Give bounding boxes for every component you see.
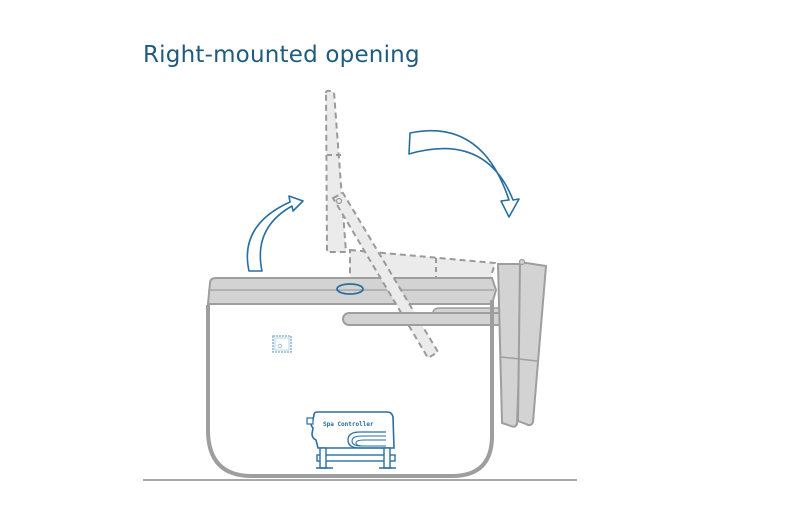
folded-cover-right — [496, 258, 548, 428]
controller-label: Spa Controller — [323, 421, 374, 428]
arrow-lift-up-icon — [246, 195, 304, 272]
spa-tub-shell — [206, 305, 494, 478]
ghost-cover-open-vertical — [324, 89, 348, 253]
cover-handle — [336, 283, 364, 295]
diagram-title: Right-mounted opening — [143, 42, 420, 68]
spa-controller-unit: Spa Controller — [306, 411, 396, 469]
control-panel-icon — [272, 335, 292, 353]
arrow-swing-down-icon — [408, 129, 520, 218]
closed-cover — [206, 277, 498, 305]
